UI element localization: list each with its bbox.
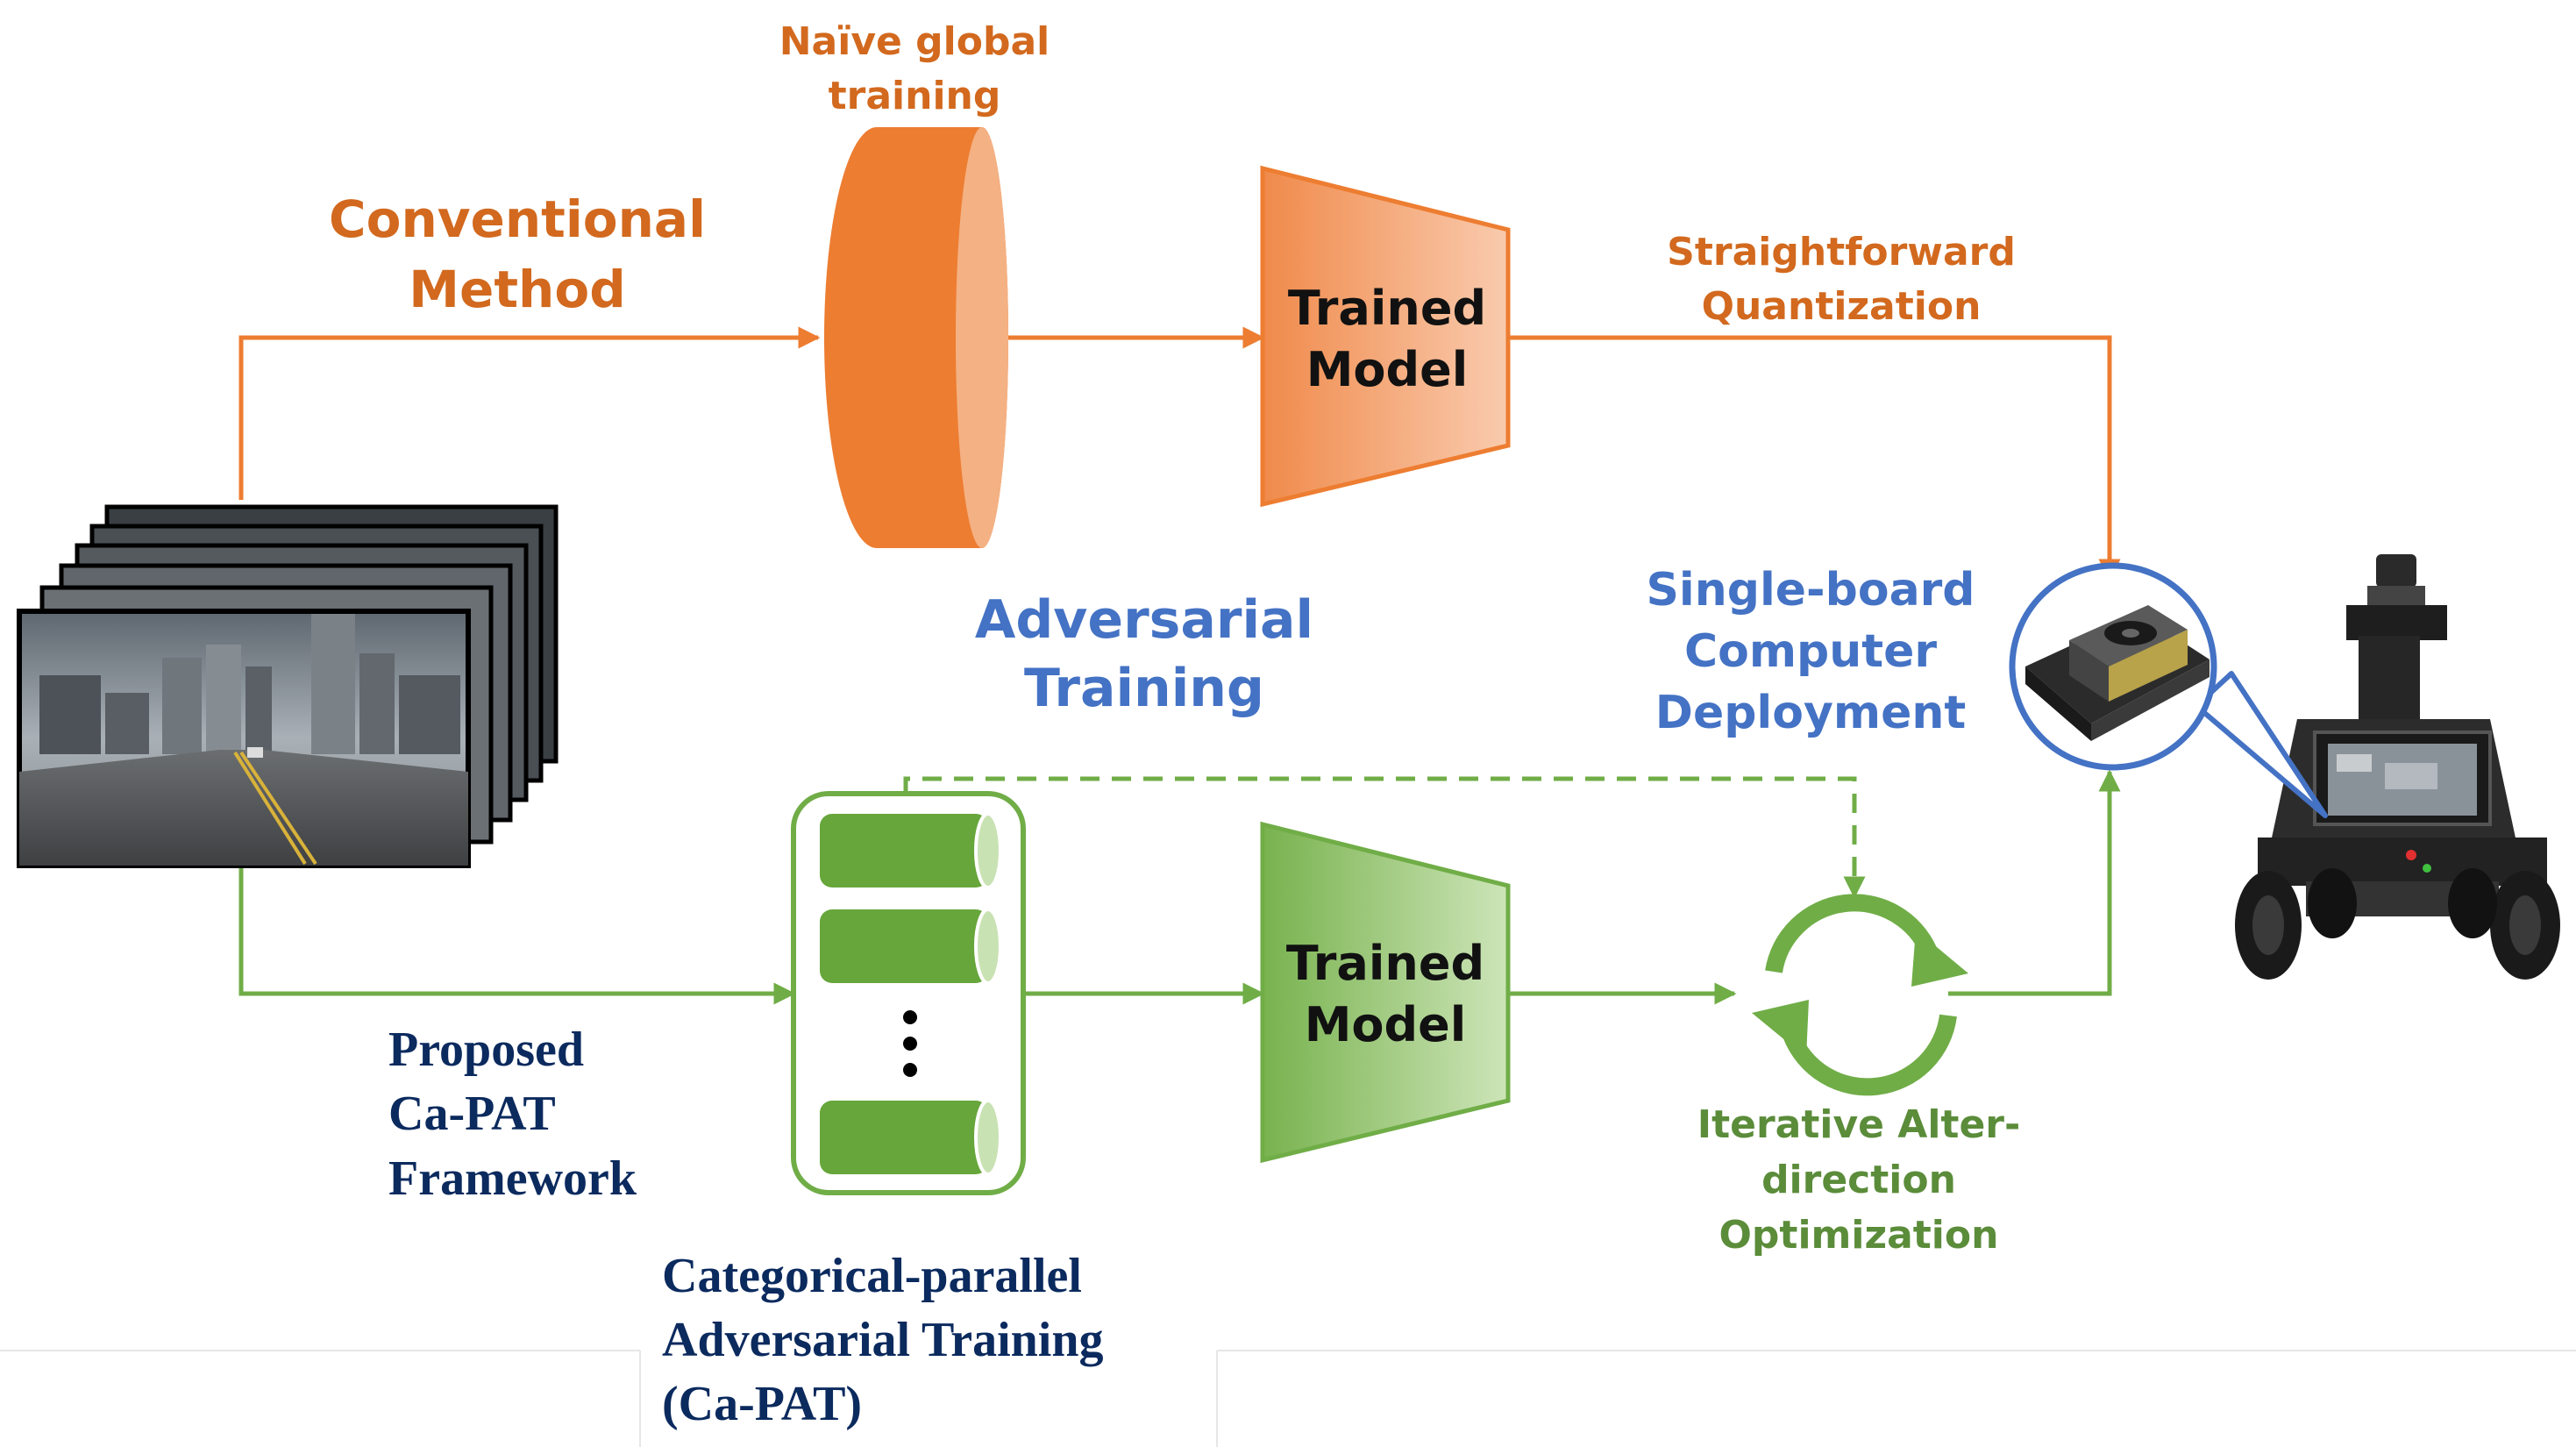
single-board-computer-icon bbox=[2009, 562, 2328, 818]
trained-model-bottom-line2: Model bbox=[1305, 997, 1467, 1052]
deployment-line1: Single-board bbox=[1646, 564, 1975, 617]
trained-model-bottom-line1: Trained bbox=[1286, 936, 1484, 991]
robot-car-icon bbox=[2235, 554, 2560, 980]
iterative-line2: direction bbox=[1761, 1158, 1956, 1202]
proposed-line2: Ca-PAT bbox=[388, 1087, 556, 1141]
quantization-line2: Quantization bbox=[1702, 284, 1982, 329]
capat-line2: Adversarial Training bbox=[662, 1313, 1104, 1367]
cylinder-icon bbox=[820, 812, 1002, 889]
trained-model-top bbox=[1260, 165, 1511, 508]
city-driving-images-icon bbox=[17, 504, 559, 868]
quantization-line1: Straightforward bbox=[1667, 230, 2016, 274]
deployment-line3: Deployment bbox=[1655, 687, 1966, 739]
refresh-cycle-icon bbox=[1752, 894, 1968, 1096]
capat-module bbox=[791, 791, 1026, 1195]
conventional-title-line2: Method bbox=[409, 260, 625, 319]
proposed-line3: Framework bbox=[388, 1151, 637, 1206]
adversarial-line1: Adversarial bbox=[975, 589, 1313, 651]
adversarial-line2: Training bbox=[1024, 658, 1264, 719]
trained-model-top-line1: Trained bbox=[1288, 281, 1486, 336]
conventional-title-line1: Conventional bbox=[329, 189, 706, 249]
trained-model-bottom bbox=[1260, 821, 1511, 1164]
cylinder-icon bbox=[820, 1099, 1002, 1176]
bottom-divider bbox=[0, 1350, 2576, 1447]
capat-line3: (Ca-PAT) bbox=[662, 1377, 862, 1431]
trained-model-top-line2: Model bbox=[1306, 342, 1469, 397]
disk-icon bbox=[824, 127, 1008, 548]
iterative-line1: Iterative Alter- bbox=[1697, 1102, 2021, 1147]
conventional-path bbox=[238, 326, 2121, 581]
proposed-line1: Proposed bbox=[388, 1023, 584, 1077]
cylinder-icon bbox=[820, 908, 1002, 985]
naive-training-line1: Naïve global bbox=[779, 19, 1050, 64]
deployment-line2: Computer bbox=[1684, 625, 1937, 678]
proposed-path bbox=[238, 769, 2121, 1005]
iterative-line3: Optimization bbox=[1719, 1213, 1999, 1258]
naive-training-line2: training bbox=[829, 74, 1001, 118]
capat-line1: Categorical-parallel bbox=[662, 1249, 1082, 1303]
